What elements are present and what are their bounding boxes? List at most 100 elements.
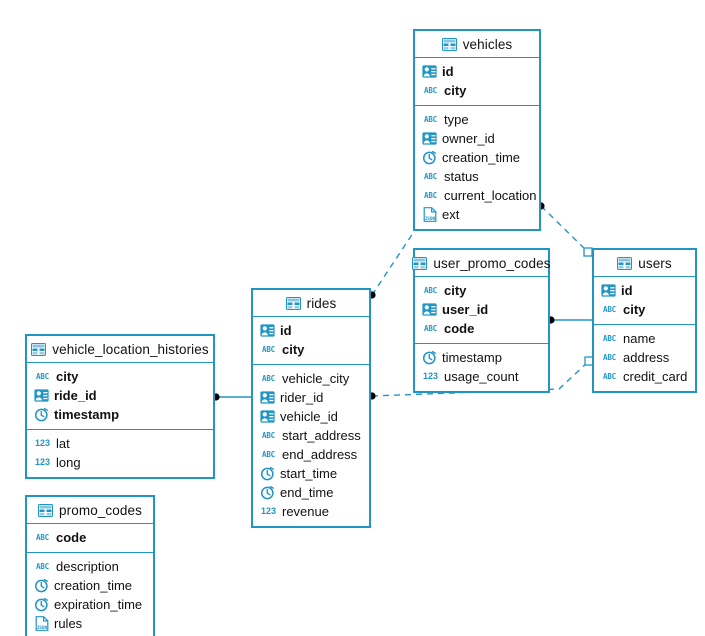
column-creation_time[interactable]: creation_time [27, 576, 153, 595]
column-label: expiration_time [54, 597, 143, 612]
relationship-user-promo-codes-to-users[interactable] [547, 316, 592, 324]
column-label: start_address [282, 428, 361, 443]
column-creation_time[interactable]: creation_time [415, 148, 539, 167]
column-label: id [442, 64, 454, 79]
abc-icon: ABC [603, 333, 616, 343]
id-card-icon [601, 283, 616, 298]
clock-icon [34, 407, 49, 422]
column-label: long [56, 455, 81, 470]
table-icon [412, 256, 428, 271]
relationship-vehicle-location-histories-to-rides[interactable] [212, 393, 251, 401]
clock-icon [34, 597, 49, 612]
abc-icon: ABC [424, 171, 437, 181]
column-end_address[interactable]: ABC end_address [253, 445, 369, 464]
column-label: timestamp [442, 350, 502, 365]
column-timestamp[interactable]: timestamp [27, 405, 213, 424]
column-rider_id[interactable]: rider_id [253, 388, 369, 407]
column-long[interactable]: 123 long [27, 453, 213, 472]
id-card-icon [260, 323, 275, 338]
entity-header[interactable]: user_promo_codes [412, 250, 550, 277]
entity-header[interactable]: users [594, 250, 695, 277]
svg-text:JSON: JSON [36, 625, 47, 631]
column-user_id[interactable]: user_id [415, 300, 548, 319]
entity-header[interactable]: vehicles [415, 31, 539, 58]
column-id[interactable]: id [594, 281, 695, 300]
column-label: lat [56, 436, 70, 451]
abc-icon: ABC [424, 114, 437, 124]
column-ride_id[interactable]: ride_id [27, 386, 213, 405]
entity-header[interactable]: vehicle_location_histories [27, 336, 213, 363]
column-expiration_time[interactable]: expiration_time [27, 595, 153, 614]
column-label: start_time [280, 466, 338, 481]
table-icon [31, 342, 47, 357]
column-label: id [621, 283, 633, 298]
column-id[interactable]: id [415, 62, 539, 81]
column-owner_id[interactable]: owner_id [415, 129, 539, 148]
column-label: status [444, 169, 479, 184]
column-label: timestamp [54, 407, 120, 422]
column-id[interactable]: id [253, 321, 369, 340]
column-label: end_address [282, 447, 358, 462]
abc-icon: ABC [36, 532, 49, 542]
entity-title: rides [306, 295, 337, 311]
column-label: creation_time [442, 150, 521, 165]
abc-icon: ABC [262, 344, 275, 354]
column-timestamp[interactable]: timestamp [415, 348, 548, 367]
abc-icon: ABC [262, 449, 275, 459]
column-label: ext [442, 207, 460, 222]
123-icon: 123 [34, 438, 51, 448]
column-end_time[interactable]: end_time [253, 483, 369, 502]
abc-icon: ABC [424, 85, 437, 95]
column-label: vehicle_id [280, 409, 338, 424]
entity-header[interactable]: rides [253, 290, 369, 317]
abc-icon: ABC [424, 323, 437, 333]
column-label: revenue [282, 504, 329, 519]
column-vehicle_id[interactable]: vehicle_id [253, 407, 369, 426]
abc-icon: ABC [603, 371, 616, 381]
123-icon: 123 [34, 457, 51, 467]
entity-title: users [638, 255, 672, 271]
column-label: creation_time [54, 578, 133, 593]
column-label: current_location [444, 188, 537, 203]
column-lat[interactable]: 123 lat [27, 434, 213, 453]
column-status[interactable]: ABC status [415, 167, 539, 186]
column-label: city [56, 369, 79, 384]
edge-square-marker [583, 247, 593, 257]
entity-header[interactable]: promo_codes [27, 497, 153, 524]
column-label: ride_id [54, 388, 97, 403]
column-start_time[interactable]: start_time [253, 464, 369, 483]
entity-title: vehicles [462, 36, 513, 52]
